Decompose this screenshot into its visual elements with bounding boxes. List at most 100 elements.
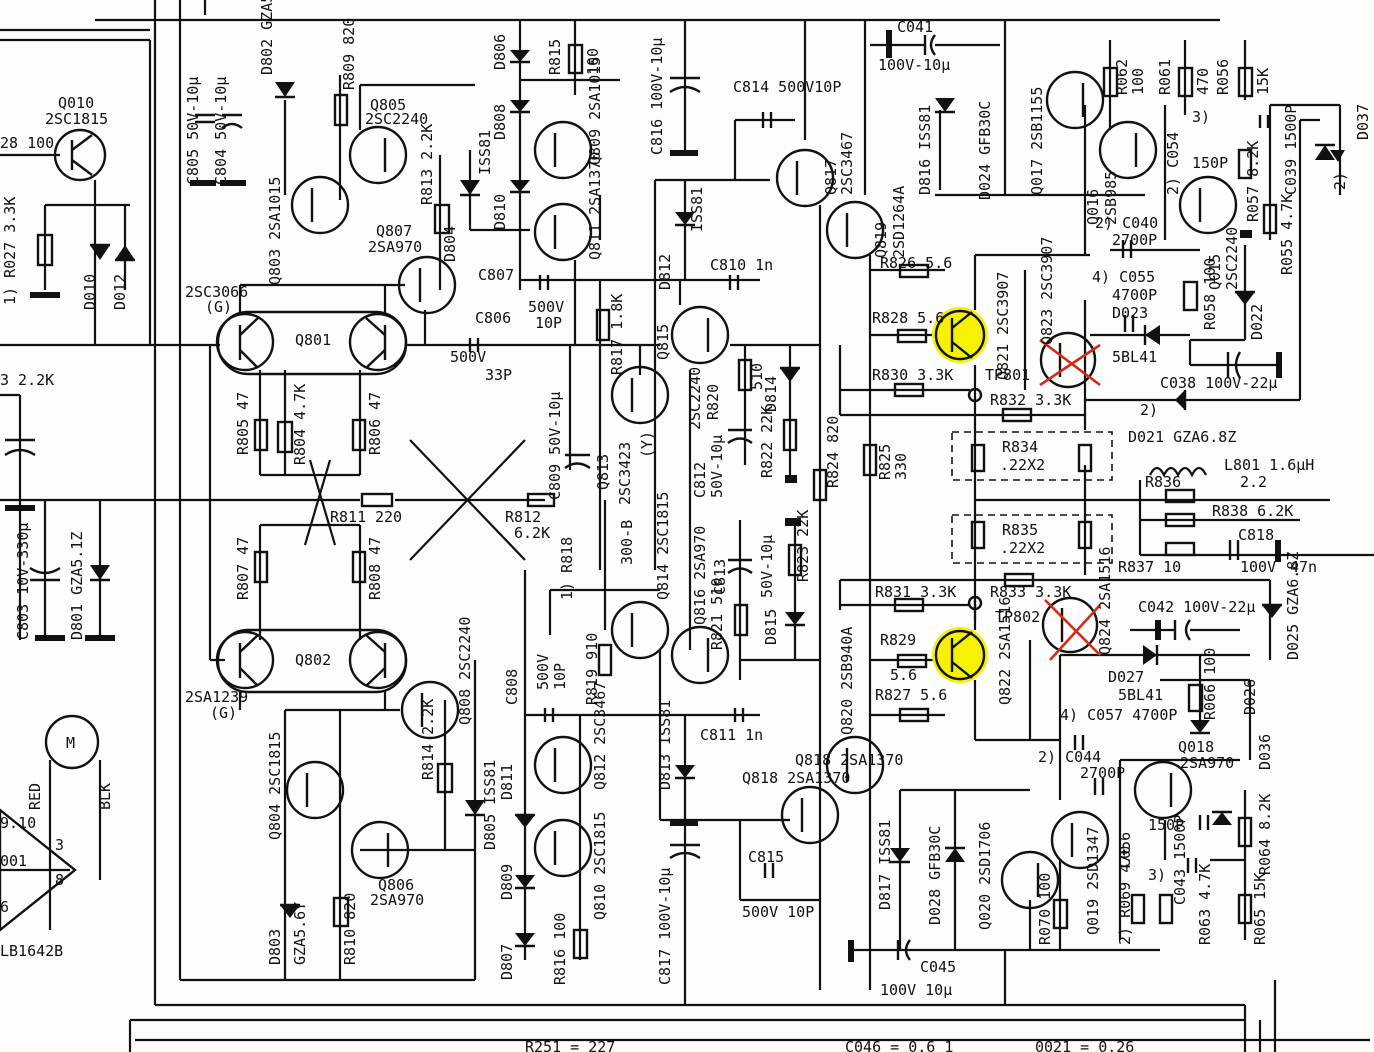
- c806-label: C806: [475, 309, 511, 327]
- c812-label: C812: [691, 462, 709, 498]
- r827-label: R827 5.6: [875, 686, 947, 704]
- q818-part-label: Q818 2SA1370: [742, 769, 850, 787]
- q813-y-label: (Y): [638, 431, 656, 458]
- bottom-c-label: 0021 = 0.26: [1035, 1038, 1134, 1052]
- bottom-a-label: R251 = 227: [525, 1038, 615, 1052]
- c813-label: C813: [711, 559, 729, 595]
- n3-label: 3): [1192, 108, 1210, 126]
- r810-label: R810 820: [341, 893, 359, 965]
- q821-label: Q821 2SC3907: [994, 272, 1012, 380]
- c808-val-label: 500V: [534, 654, 552, 690]
- q801-package: [216, 310, 408, 376]
- q807-label: Q807: [376, 222, 412, 240]
- red-label: RED: [26, 783, 44, 810]
- c816-label: C816 100V-10μ: [648, 38, 666, 155]
- r812-label: R812: [505, 508, 541, 526]
- r069-label: 2) R069 470: [1116, 846, 1134, 945]
- r835-val-label: .22X2: [1000, 539, 1045, 557]
- r058-label: R058 100: [1201, 258, 1219, 330]
- n2b-label: 2): [1140, 401, 1158, 419]
- q802-label: Q802: [295, 651, 331, 669]
- d815-label: D815: [762, 609, 780, 645]
- q814-label: Q814 2SC1815: [654, 492, 672, 600]
- q808-transistor: [400, 680, 460, 740]
- q010-label: Q010: [58, 94, 94, 112]
- r825-label: R825: [876, 444, 894, 480]
- q823-label: Q823 2SC3907: [1038, 237, 1056, 345]
- c815-val-label: 500V 10P: [742, 903, 814, 921]
- r809-label: R809 820: [340, 18, 358, 90]
- c818-n-label: 47n: [1290, 558, 1317, 576]
- r834-val-label: .22X2: [1000, 456, 1045, 474]
- q807-part-label: 2SA970: [368, 238, 422, 256]
- d813-label: D813 ISS81: [656, 700, 674, 790]
- q818-transistor: [780, 785, 840, 845]
- q811-label: Q811 2SA1370: [586, 152, 604, 260]
- q819-label: Q819: [872, 222, 890, 258]
- d036-label: D036: [1256, 734, 1274, 770]
- d808-label: D808: [491, 104, 509, 140]
- tp802-label: TP802: [995, 608, 1040, 626]
- d023-label: D023: [1112, 304, 1148, 322]
- q017-transistor: [1045, 70, 1105, 130]
- ic-lb1642b: [0, 28, 150, 932]
- c044-label: 2) C044: [1038, 748, 1101, 766]
- q815-label: Q815: [654, 324, 672, 360]
- q801-part-label: 2SC3066: [185, 283, 248, 301]
- r819-label: R819 910: [583, 633, 601, 705]
- resistors: [36, 43, 1278, 960]
- iss81b-label: ISS81: [688, 187, 706, 232]
- d805-label: D805 ISS81: [481, 760, 499, 850]
- tp802-testpoint: [967, 595, 983, 611]
- q823-transistor: [1039, 331, 1101, 389]
- r-28-label: 28 100: [0, 134, 54, 152]
- q805-part-label: 2SC2240: [365, 110, 428, 128]
- r825-val-label: 330: [892, 453, 910, 480]
- q016-label: Q016: [1084, 189, 1102, 225]
- q806-part-label: 2SA970: [370, 891, 424, 909]
- c813-val-label: 50V-10μ: [758, 535, 776, 598]
- r830-label: R830 3.3K: [872, 366, 953, 384]
- q816-transistor: [670, 625, 730, 685]
- num001-label: 001: [0, 852, 27, 870]
- tp801-testpoint: [967, 387, 983, 403]
- q813-label: Q813: [594, 454, 612, 490]
- r829-val-label: 5.6: [890, 666, 917, 684]
- c807-val-label: 500V: [528, 298, 564, 316]
- n2a-label: 2): [1331, 172, 1349, 190]
- c818-label: C818: [1238, 526, 1274, 544]
- q018-part-label: 2SA970: [1180, 754, 1234, 772]
- bl41b-label: 5BL41: [1118, 686, 1163, 704]
- q802-package: [216, 628, 408, 694]
- q817-transistor: [775, 148, 835, 208]
- vr300-label: 300-B: [618, 520, 636, 565]
- d811-label: D811: [498, 764, 516, 800]
- r056-label: R056: [1214, 59, 1232, 95]
- p150-label: 150P: [1192, 154, 1228, 172]
- c812-val-label: 50V-10μ: [708, 435, 726, 498]
- c810-label: C810 1n: [710, 256, 773, 274]
- pin3-label: 3: [55, 836, 64, 854]
- d809-label: D809: [498, 864, 516, 900]
- pin8-label: 8: [55, 871, 64, 889]
- d026-label: D026: [1241, 679, 1259, 715]
- c043-label: C043 1500P: [1171, 815, 1189, 905]
- r062-label: R062: [1113, 59, 1131, 95]
- q803-label: Q803 2SA1015: [266, 177, 284, 285]
- q015-part-label: 2SC2240: [1223, 227, 1241, 290]
- q822-label: Q822 2SA1516: [996, 597, 1014, 705]
- c807-label: C807: [478, 266, 514, 284]
- d022-label: D022: [1248, 304, 1266, 340]
- r816-label: R816 100: [551, 913, 569, 985]
- q803-transistor: [290, 175, 350, 235]
- r835-label: R835: [1002, 521, 1038, 539]
- d025-label: D025 GZA6.8Z: [1284, 552, 1302, 660]
- r833-label: R833 3.3K: [990, 583, 1071, 601]
- d028-label: D028 GFB30C: [926, 826, 944, 925]
- c038-label: C038 100V-22μ: [1160, 374, 1277, 392]
- r057-label: R057 8.2K: [1244, 141, 1262, 222]
- c805-label: C805 50V-10μ: [184, 77, 202, 185]
- q802-part-label: 2SA1239: [185, 688, 248, 706]
